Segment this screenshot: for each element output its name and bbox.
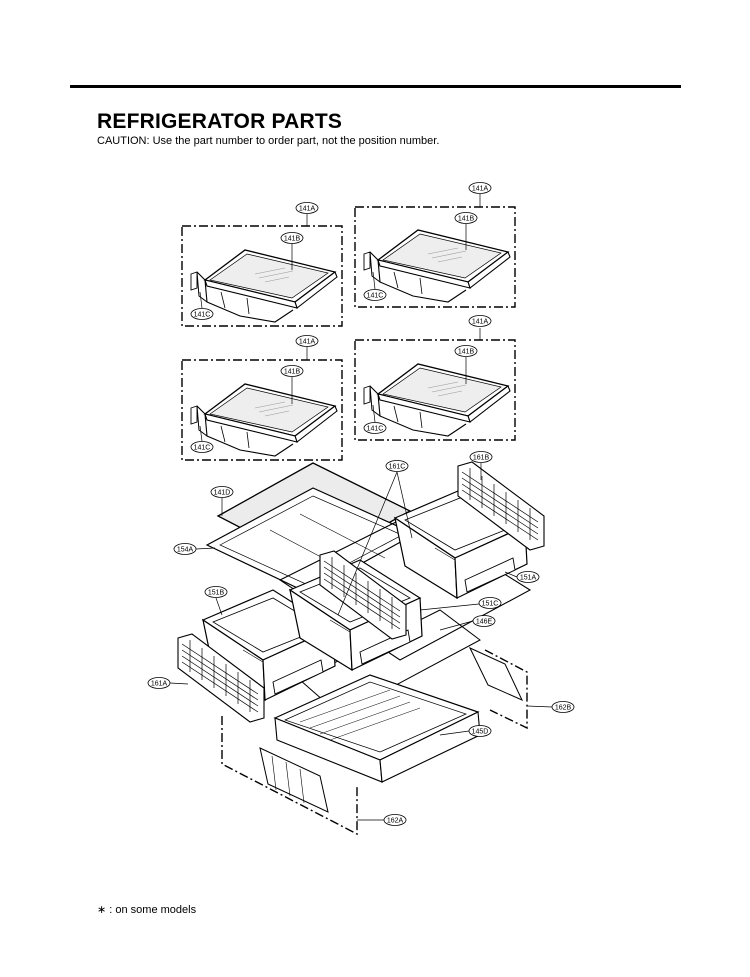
svg-text:161C: 161C [389,464,406,471]
callout-161A: 161A [147,677,171,689]
svg-text:141B: 141B [458,216,475,223]
svg-text:145D: 145D [472,729,489,736]
callout-141A-1: 141A [295,202,319,214]
svg-text:161A: 161A [151,681,168,688]
svg-text:141A: 141A [472,186,489,193]
svg-text:162B: 162B [555,705,572,712]
callout-146E: 146E [472,615,496,627]
callout-141B-4: 141B [454,345,478,357]
callout-151A: 151A [516,571,540,583]
svg-text:141B: 141B [284,236,301,243]
svg-text:141C: 141C [194,312,211,319]
callout-154A: 154A [173,543,197,555]
page-title: REFRIGERATOR PARTS [97,110,343,133]
callout-141B-2: 141B [454,212,478,224]
svg-text:151C: 151C [482,601,499,608]
svg-text:154A: 154A [177,547,194,554]
callout-151C: 151C [478,597,502,609]
callout-162A: 162A [383,814,407,826]
callout-141A-2: 141A [468,182,492,194]
svg-text:141B: 141B [458,349,475,356]
svg-text:141C: 141C [367,426,384,433]
svg-text:141A: 141A [299,206,316,213]
svg-text:141A: 141A [472,319,489,326]
callout-145D: 145D [468,725,492,737]
callout-141B-1: 141B [280,232,304,244]
callout-141A-4: 141A [468,315,492,327]
callout-141C-1: 141C [190,308,214,320]
callout-162B: 162B [551,701,575,713]
callout-141C-3: 141C [190,441,214,453]
callout-151B: 151B [204,586,228,598]
callout-141C-4: 141C [363,422,387,434]
svg-text:151B: 151B [208,590,225,597]
callout-141C-2: 141C [363,289,387,301]
svg-text:162A: 162A [387,818,404,825]
svg-text:141A: 141A [299,339,316,346]
svg-text:141C: 141C [367,293,384,300]
svg-text:141D: 141D [214,490,231,497]
header-rule [70,85,681,88]
callout-141A-3: 141A [295,335,319,347]
callout-141B-3: 141B [280,365,304,377]
caution-text: CAUTION: Use the part number to order pa… [97,135,440,147]
callout-161B: 161B [469,451,493,463]
svg-text:146E: 146E [476,619,493,626]
svg-text:141B: 141B [284,369,301,376]
svg-text:151A: 151A [520,575,537,582]
svg-text:161B: 161B [473,455,490,462]
svg-text:141C: 141C [194,445,211,452]
callout-161C: 161C [385,460,409,472]
footnote-some-models: ∗ : on some models [97,904,197,916]
callout-141D: 141D [210,486,234,498]
